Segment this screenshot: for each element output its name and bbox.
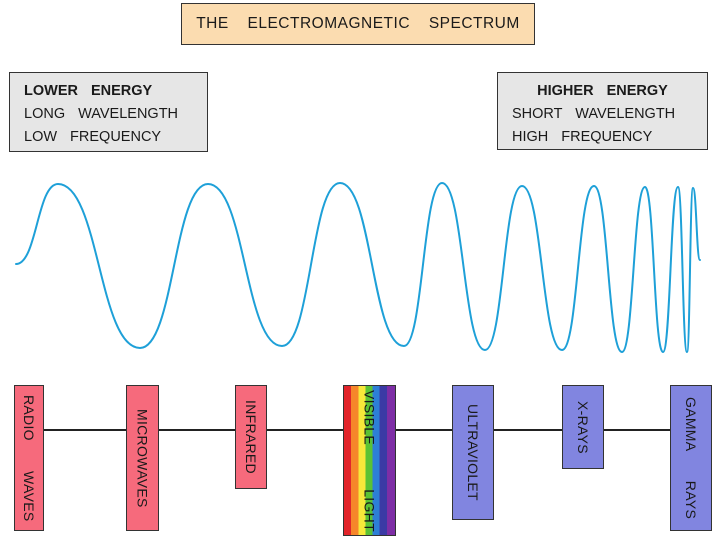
low-frequency-label: LOW FREQUENCY: [24, 129, 162, 145]
lower-energy-label: LOWER ENERGY: [24, 83, 153, 99]
short-wavelength-label: SHORT WAVELENGTH: [512, 106, 676, 122]
band-microwaves: MICROWAVES: [126, 385, 159, 531]
lower-energy-box: LOWER ENERGY LONG WAVELENGTH LOW FREQUEN…: [9, 72, 208, 152]
band-label-microwaves: MICROWAVES: [134, 408, 151, 508]
band-ultraviolet: ULTRAVIOLET: [452, 385, 494, 520]
band-label-x-rays: X-RAYS: [575, 400, 591, 454]
band-label-gamma-rays: GAMMA RAYS: [683, 396, 699, 520]
band-radio-waves: RADIO WAVES: [14, 385, 44, 531]
high-frequency-label: HIGH FREQUENCY: [512, 129, 653, 145]
band-label-infrared: INFRARED: [243, 400, 259, 474]
band-visible-light: VISIBLE LIGHT: [343, 385, 396, 536]
band-x-rays: X-RAYS: [562, 385, 604, 469]
higher-energy-label: HIGHER ENERGY: [537, 83, 668, 99]
band-infrared: INFRARED: [235, 385, 267, 489]
band-label-radio-waves: RADIO WAVES: [21, 394, 37, 522]
band-label-visible-light: VISIBLE LIGHT: [361, 389, 378, 532]
title-box: THE ELECTROMAGNETIC SPECTRUM: [181, 3, 535, 45]
band-label-ultraviolet: ULTRAVIOLET: [465, 404, 481, 501]
higher-energy-box: HIGHER ENERGY SHORT WAVELENGTH HIGH FREQ…: [497, 72, 708, 150]
long-wavelength-label: LONG WAVELENGTH: [24, 106, 179, 122]
electromagnetic-wave: [15, 181, 701, 354]
band-gamma-rays: GAMMA RAYS: [670, 385, 712, 531]
diagram-title: THE ELECTROMAGNETIC SPECTRUM: [196, 15, 520, 32]
